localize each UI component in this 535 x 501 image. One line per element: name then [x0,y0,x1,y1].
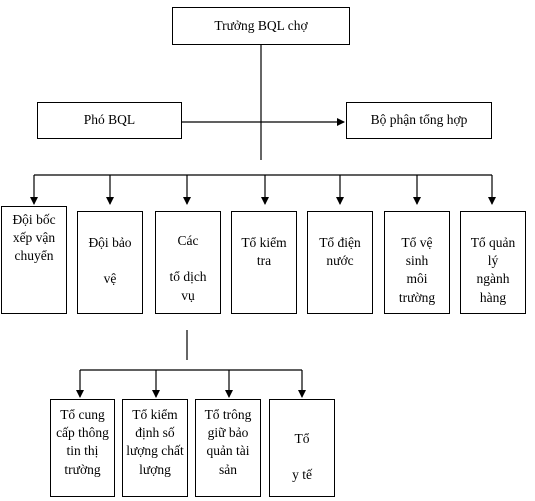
node-team-2-label: Đội bảo vệ [88,235,132,287]
node-team-4-label: Tổ kiểm tra [241,235,287,269]
node-team-4: Tổ kiểm tra [231,211,297,314]
node-subteam-1: Tổ cung cấp thông tin thị trường [50,399,115,497]
node-subteam-4-label: Tổ y tế [292,431,312,483]
node-team-6: Tổ vệ sinh môi trường [384,211,450,314]
node-subteam-3-label: Tổ trông giữ bảo quản tài sản [204,407,252,477]
node-team-7: Tổ quản lý ngành hàng [460,211,526,314]
node-general-dept-label: Bộ phận tổng hợp [370,112,468,128]
node-team-5: Tổ điện nước [307,211,373,314]
node-team-5-label: Tổ điện nước [319,235,361,269]
node-subteam-1-label: Tổ cung cấp thông tin thị trường [56,407,109,477]
node-subteam-3: Tổ trông giữ bảo quản tài sản [195,399,261,497]
node-team-7-label: Tổ quản lý ngành hàng [470,235,516,305]
node-team-2: Đội bảo vệ [77,211,143,314]
node-root: Trưởng BQL chợ [172,7,350,45]
node-subteam-4: Tổ y tế [269,399,335,497]
node-team-1-label: Đội bốc xếp vận chuyển [12,212,56,264]
node-team-1: Đội bốc xếp vận chuyển [1,206,67,314]
node-subteam-2: Tổ kiểm định số lượng chất lượng [122,399,188,497]
node-team-3: Các tổ dịch vụ [155,211,221,314]
node-subteam-2-label: Tổ kiểm định số lượng chất lượng [126,407,184,477]
node-root-label: Trưởng BQL chợ [214,17,308,33]
node-team-6-label: Tổ vệ sinh môi trường [398,235,436,305]
node-deputy-label: Phó BQL [83,112,136,128]
node-deputy: Phó BQL [37,102,182,139]
node-team-3-label: Các tổ dịch vụ [169,233,207,303]
node-general-dept: Bộ phận tổng hợp [346,102,492,139]
